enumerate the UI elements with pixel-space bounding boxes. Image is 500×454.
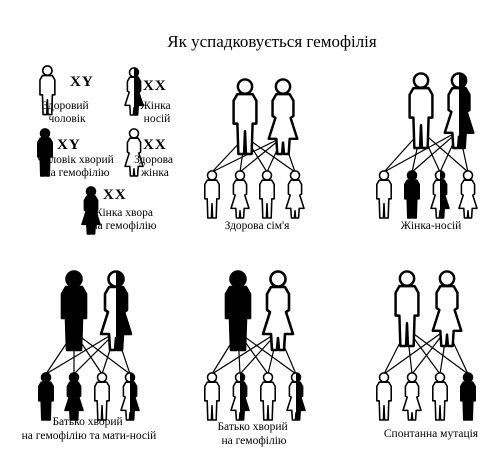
legend-label-healthy-man: Здоровий чоловік	[42, 100, 91, 125]
woman-healthy-figure	[402, 372, 422, 421]
family-caption: Батько хворий на гемофілію та мати-носій	[22, 416, 157, 442]
legend-item-healthy-man: XY Здоровий чоловік	[39, 65, 94, 125]
inheritance-line	[411, 130, 460, 173]
legend-item-sick-man: XY Чоловік хворий на гемофілію	[37, 128, 116, 179]
man-healthy-figure	[394, 270, 420, 348]
inheritance-line	[383, 328, 448, 375]
chromosomes-healthy-man: XY	[70, 74, 94, 90]
family-healthy-family	[204, 78, 305, 219]
man-sick-figure	[38, 372, 54, 421]
man-healthy-figure	[432, 372, 448, 421]
legend-item-sick-woman: XX Жінка хвора на гемофілію	[81, 186, 157, 235]
man-healthy-figure	[376, 170, 392, 219]
woman-carrier-figure	[430, 170, 450, 219]
woman-healthy-figure	[267, 78, 299, 156]
family-spontaneous-mutation	[376, 270, 476, 421]
woman-carrier-figure	[286, 372, 306, 421]
man-sick-figure	[460, 372, 476, 421]
family-caption-sick-father: Батько хворий на гемофілію	[217, 421, 290, 447]
chromosomes-healthy-woman: XX	[143, 137, 167, 153]
inheritance-line	[406, 328, 469, 375]
woman-sick-figure	[81, 186, 101, 235]
man-sick-figure	[404, 170, 420, 219]
woman-healthy-figure	[458, 170, 478, 219]
diagram-title: Як успадковується гемофілія	[167, 32, 377, 51]
inheritance-line	[45, 331, 117, 375]
inheritance-lines	[383, 328, 469, 375]
family-caption: Спонтанна мутація	[384, 428, 479, 440]
woman-carrier-figure	[99, 270, 133, 352]
inheritance-line	[383, 130, 460, 173]
man-healthy-figure	[232, 78, 258, 156]
man-sick-figure	[60, 270, 88, 352]
man-healthy-figure	[204, 170, 220, 219]
man-sick-figure	[224, 270, 252, 352]
man-healthy-figure	[376, 372, 392, 421]
woman-sick-figure	[64, 372, 84, 421]
family-sick-father-carrier-mother	[38, 270, 140, 421]
inheritance-line	[211, 331, 279, 375]
woman-carrier-figure	[120, 372, 140, 421]
legend-label-carrier-woman: Жінка носій	[140, 100, 173, 125]
families	[38, 72, 478, 421]
man-healthy-figure	[408, 72, 434, 150]
family-caption-sick-father-carrier-mother: Батько хворий на гемофілію та мати-носій	[22, 416, 157, 442]
man-healthy-figure	[259, 170, 275, 219]
family-caption: Батько хворий на гемофілію	[217, 421, 290, 447]
woman-healthy-figure	[124, 128, 144, 177]
family-caption-carrier-mother: Жінка-носій	[401, 220, 462, 232]
inheritance-line	[244, 136, 296, 173]
chromosomes-sick-man: XY	[57, 137, 81, 153]
family-sick-father	[204, 270, 306, 421]
family-carrier-mother	[376, 72, 478, 219]
woman-healthy-figure	[230, 170, 250, 219]
legend-label-sick-man: Чоловік хворий на гемофілію	[37, 154, 116, 179]
woman-carrier-figure	[124, 67, 144, 116]
woman-carrier-figure	[443, 72, 475, 150]
woman-healthy-figure	[285, 170, 305, 219]
family-caption: Жінка-носій	[401, 220, 462, 232]
woman-carrier-figure	[230, 372, 250, 421]
chromosomes-carrier-woman: XX	[143, 78, 167, 94]
man-healthy-figure	[260, 372, 276, 421]
legend-item-healthy-woman: Здорова жінка XX	[124, 128, 176, 179]
family-caption: Здорова сім'я	[225, 220, 290, 232]
family-caption-spontaneous-mutation: Спонтанна мутація	[384, 428, 479, 440]
legend-label-healthy-woman: Здорова жінка	[134, 154, 176, 179]
inheritance-line	[73, 331, 131, 375]
man-healthy-figure	[94, 372, 110, 421]
woman-healthy-figure	[261, 270, 295, 352]
man-healthy-figure	[39, 65, 56, 116]
woman-healthy-figure	[431, 270, 463, 348]
chromosomes-sick-woman: XX	[103, 187, 127, 203]
man-sick-figure	[37, 128, 53, 177]
family-caption-healthy-family: Здорова сім'я	[225, 220, 290, 232]
legend-item-carrier-woman: XX Жінка носій	[124, 67, 173, 125]
legend-label-sick-woman: Жінка хвора на гемофілію	[91, 207, 156, 232]
legend: XY Здоровий чоловік XX Жінка носій XY Чо…	[37, 65, 176, 235]
inheritance-line	[237, 331, 297, 375]
man-healthy-figure	[204, 372, 220, 421]
